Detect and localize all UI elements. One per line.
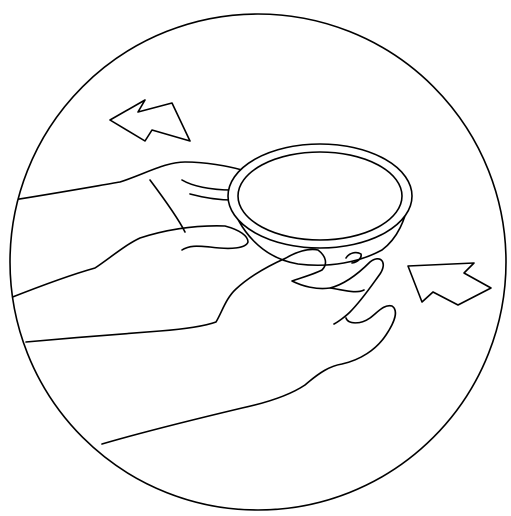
bowl-icon	[228, 144, 412, 265]
left-hand-icon	[0, 162, 248, 302]
arrow-icon	[408, 263, 491, 305]
circular-frame	[10, 14, 506, 510]
arrow-icon	[110, 100, 190, 141]
right-hand-icon	[26, 249, 395, 444]
